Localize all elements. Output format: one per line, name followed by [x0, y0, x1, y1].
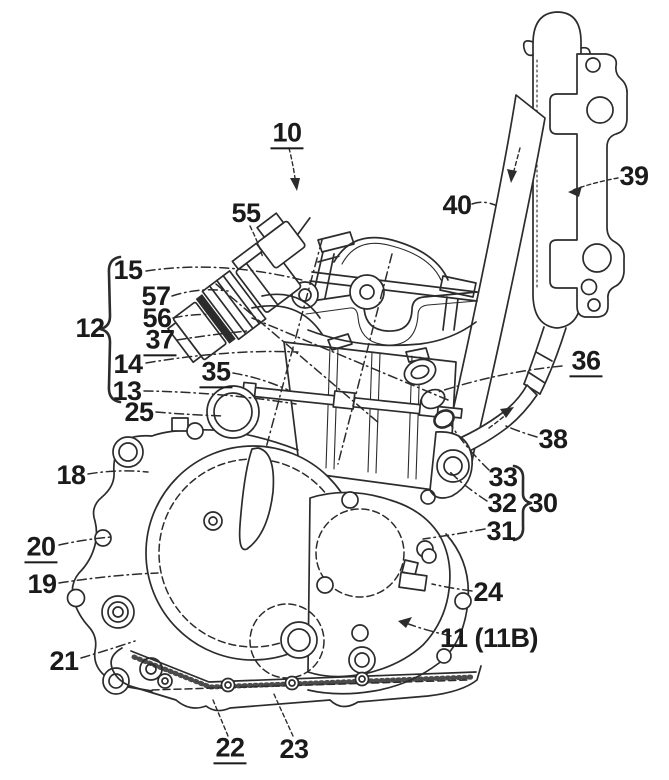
- ref-label-19: 19: [27, 568, 57, 599]
- leader-lines: [58, 147, 619, 737]
- ref-label-15: 15: [113, 254, 143, 285]
- ref-label-37: 37: [143, 325, 177, 357]
- ref-label-14: 14: [113, 348, 143, 379]
- arrowheads: [290, 178, 582, 628]
- cylinder-block: [215, 239, 463, 493]
- ref-label-24: 24: [473, 576, 503, 607]
- ref-label-10: 10: [270, 118, 304, 150]
- ref-label-13: 13: [112, 375, 142, 406]
- ref-label-55: 55: [231, 197, 261, 228]
- magneto-cover: [145, 445, 361, 661]
- ref-label-11-11B: 11 (11B): [439, 622, 539, 653]
- ref-label-21: 21: [49, 645, 79, 676]
- brace-30: [512, 464, 533, 542]
- ref-label-25: 25: [124, 396, 154, 427]
- clutch-cover: [249, 491, 451, 679]
- braces: [98, 255, 533, 542]
- ref-label-23: 23: [279, 733, 309, 764]
- ref-label-57: 57: [141, 280, 171, 311]
- ref-label-18: 18: [56, 459, 86, 490]
- ref-label-30: 30: [528, 487, 558, 518]
- ref-label-12: 12: [75, 312, 105, 343]
- ref-label-32: 32: [487, 487, 517, 518]
- ref-label-22: 22: [213, 733, 247, 765]
- ref-label-36: 36: [569, 346, 603, 378]
- ref-label-38: 38: [538, 423, 568, 454]
- ref-label-31: 31: [486, 515, 516, 546]
- throttle-body-assembly: [167, 212, 340, 364]
- ref-label-39: 39: [619, 160, 649, 191]
- ref-label-35: 35: [199, 357, 233, 389]
- intake-funnel: [251, 293, 323, 335]
- ref-label-40: 40: [442, 189, 472, 220]
- ref-label-20: 20: [24, 532, 58, 564]
- oil-pan: [110, 647, 482, 712]
- brace-12: [98, 255, 122, 404]
- ref-label-56: 56: [142, 302, 172, 333]
- ref-label-33: 33: [488, 461, 518, 492]
